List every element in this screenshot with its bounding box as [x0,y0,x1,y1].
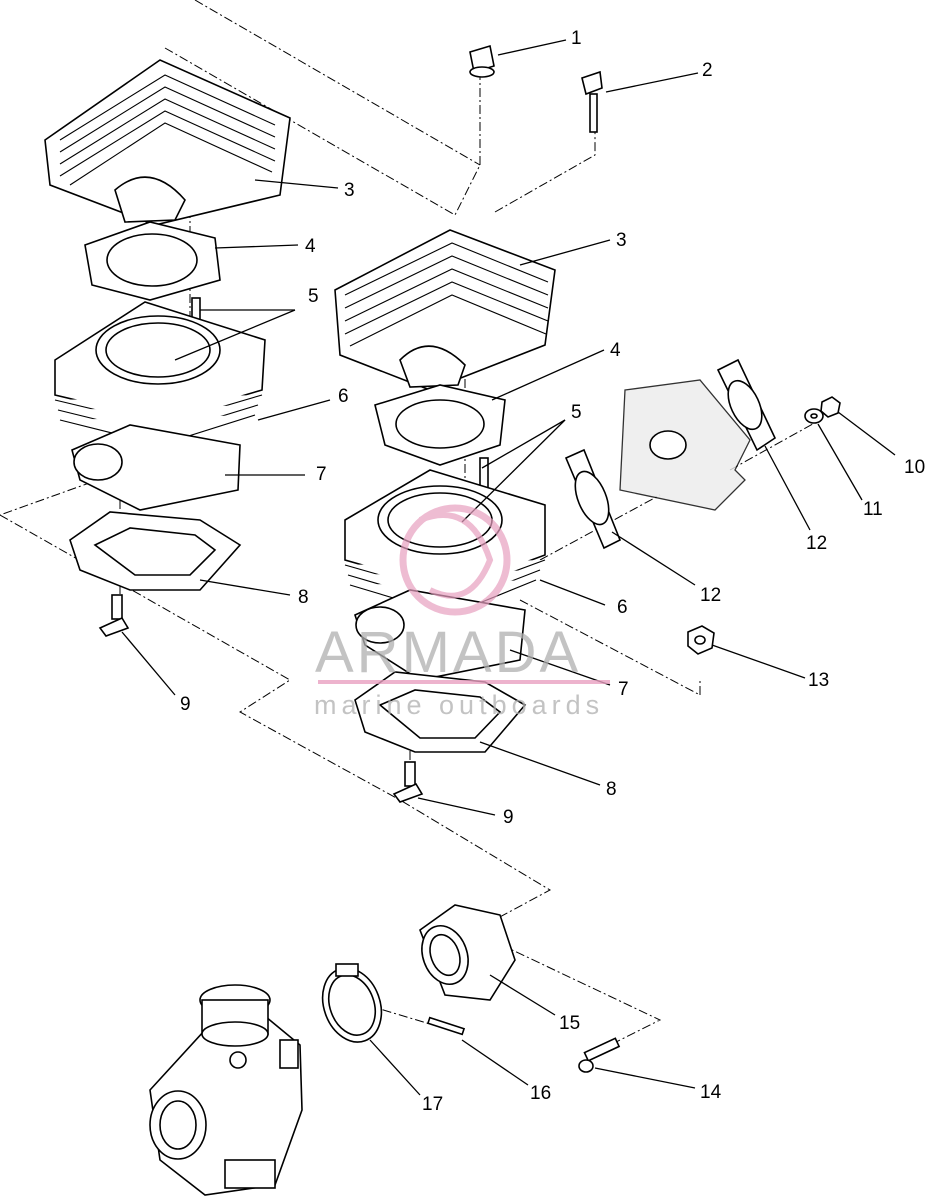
screw-16 [426,1016,466,1036]
watermark-brand: ARMADA [315,620,581,685]
left-cylinder [54,301,266,511]
left-fitting [98,594,130,637]
callout-2: 2 [702,60,713,81]
bolt-1 [469,44,495,78]
right-base-gasket [354,671,527,753]
callout-3-right: 3 [616,230,627,251]
nut-10 [820,396,841,418]
bolt-2 [581,70,603,133]
callout-4-right: 4 [610,340,621,361]
callout-6-left: 6 [338,386,349,407]
callout-11: 11 [863,499,883,520]
callout-7-right: 7 [618,679,629,700]
callout-1: 1 [571,28,582,49]
callout-17: 17 [422,1094,443,1115]
left-cylinder-head [44,59,291,226]
callout-15: 15 [559,1013,580,1034]
callout-5-right: 5 [571,402,582,423]
watermark-tagline: marine outboards [314,690,604,720]
callout-6-right: 6 [617,597,628,618]
callout-9-left: 9 [180,694,191,715]
bolt-14 [578,1037,621,1073]
callout-8-right: 8 [606,779,617,800]
carburetor [149,984,303,1196]
callout-10: 10 [904,457,925,478]
callout-7-left: 7 [316,464,327,485]
watermark-logo-icon [399,504,511,616]
nut-13 [687,625,715,655]
callout-13: 13 [808,670,829,691]
right-head-gasket [374,384,506,466]
callout-5-left: 5 [308,286,319,307]
right-fitting [392,761,424,803]
left-base-gasket [69,511,242,591]
exhaust-gasket-lower [564,448,622,550]
exhaust-gasket-upper [716,358,777,452]
right-cylinder [344,469,546,681]
callout-3-left: 3 [344,180,355,201]
right-cylinder-head [334,229,556,391]
left-head-gasket [84,221,221,301]
callout-labels: 1 2 3 3 4 4 5 5 6 6 7 7 8 8 9 9 10 11 12… [180,28,925,1115]
callout-8-left: 8 [298,587,309,608]
watermark: ARMADA marine outboards [314,504,610,720]
callout-9-right: 9 [503,807,514,828]
callout-16: 16 [530,1083,551,1104]
clamp-17 [321,963,383,1043]
callout-4-left: 4 [305,236,316,257]
leader-lines [121,39,896,1096]
callout-12-upper: 12 [806,533,827,554]
watermark-rule [318,680,610,684]
mounting-plate [619,379,751,511]
callout-12-lower: 12 [700,585,721,606]
washer-11 [804,408,824,424]
intake-manifold-15 [419,904,516,1001]
callout-14: 14 [700,1082,722,1103]
